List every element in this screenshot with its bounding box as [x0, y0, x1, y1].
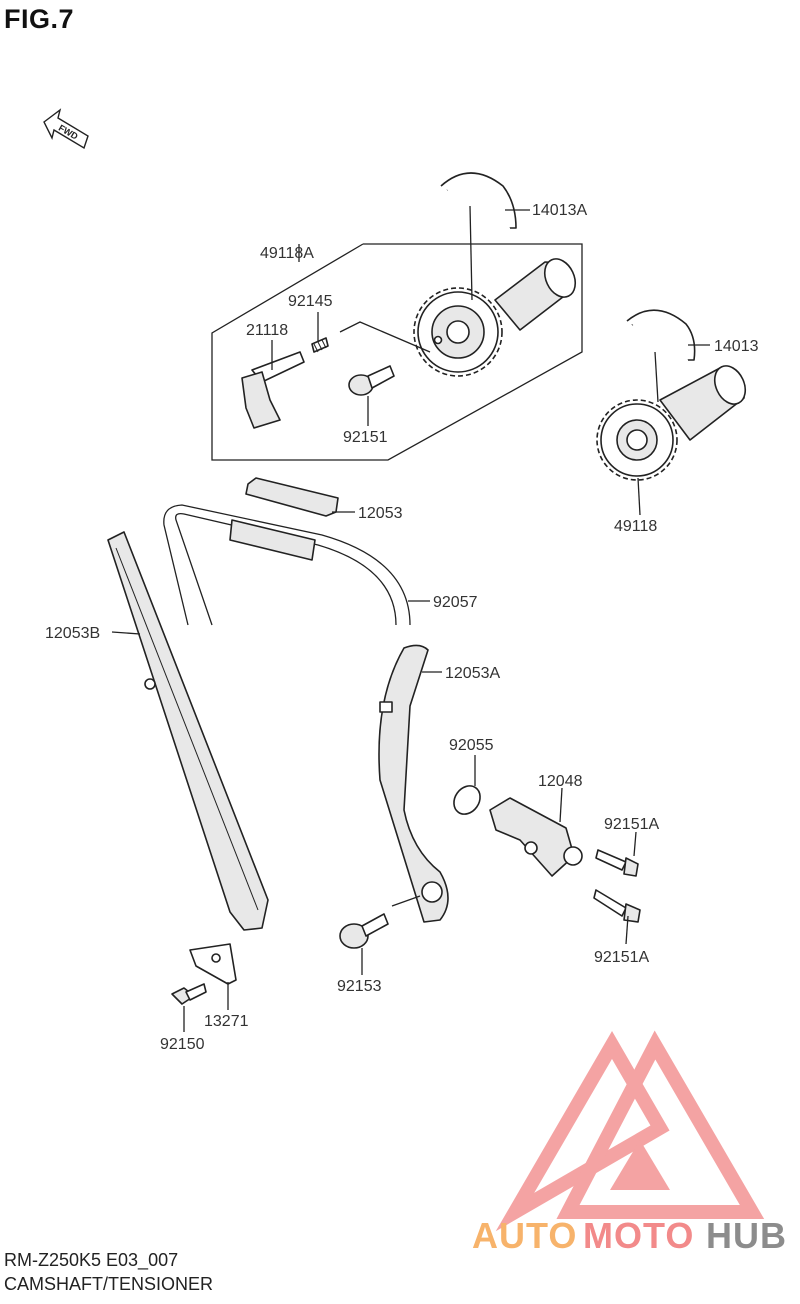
cam-chain-92057	[163, 504, 411, 626]
label-92151A-bottom: 92151A	[594, 949, 649, 966]
chain-guide-12053B	[107, 531, 269, 931]
label-12053: 12053	[358, 505, 403, 522]
label-21118: 21118	[246, 322, 288, 339]
label-92151: 92151	[343, 429, 388, 446]
spring-92145	[311, 337, 329, 353]
camshaft-ring-14013	[626, 309, 696, 361]
label-13271: 13271	[204, 1013, 249, 1030]
camshaft-49118	[596, 365, 747, 481]
chain-guide-12053	[245, 477, 339, 517]
section-name: CAMSHAFT/TENSIONER	[4, 1274, 214, 1294]
bolt-92153	[339, 913, 389, 949]
label-12053A: 12053A	[445, 665, 500, 682]
model-code: RM-Z250K5 E03_007	[4, 1250, 179, 1270]
label-12048: 12048	[538, 773, 583, 790]
watermark-text: AUTO MOTO HUB	[472, 1215, 787, 1256]
label-92145: 92145	[288, 293, 333, 310]
label-49118A: 49118A	[260, 245, 314, 262]
decompressor-lever-21118	[241, 351, 305, 429]
watermark-auto: AUTO	[472, 1215, 577, 1256]
label-92151A-top: 92151A	[604, 816, 659, 833]
camshaft-49118A	[413, 258, 577, 377]
plate-13271	[189, 943, 237, 985]
label-12053B: 12053B	[45, 625, 100, 642]
bolt-92151	[348, 365, 395, 396]
bolt-92150	[171, 983, 207, 1005]
label-14013A: 14013A	[532, 202, 587, 219]
bolt-92151A-top	[595, 849, 639, 877]
assembly-bracket-49118A	[211, 243, 583, 461]
watermark-moto: MOTO	[583, 1215, 694, 1256]
fwd-arrow-icon: FWD	[43, 108, 89, 150]
bolt-92151A-bottom	[593, 889, 641, 923]
label-49118: 49118	[614, 518, 657, 535]
label-92057: 92057	[433, 594, 478, 611]
watermark-logo	[495, 1030, 765, 1232]
part-labels: 14013A 49118A 92145 21118 92151 14013 49…	[45, 202, 759, 1053]
o-ring-92055	[453, 785, 481, 815]
label-92153: 92153	[337, 978, 382, 995]
leader-lines	[111, 205, 710, 1032]
label-92055: 92055	[449, 737, 494, 754]
figure-title: FIG.7	[4, 4, 75, 34]
tensioner-guide-12053A	[378, 644, 449, 923]
watermark-hub: HUB	[706, 1215, 787, 1256]
label-92150: 92150	[160, 1036, 205, 1053]
tensioner-assembly-12048	[489, 797, 583, 877]
label-14013: 14013	[714, 338, 759, 355]
camshaft-ring-14013A	[440, 172, 517, 229]
